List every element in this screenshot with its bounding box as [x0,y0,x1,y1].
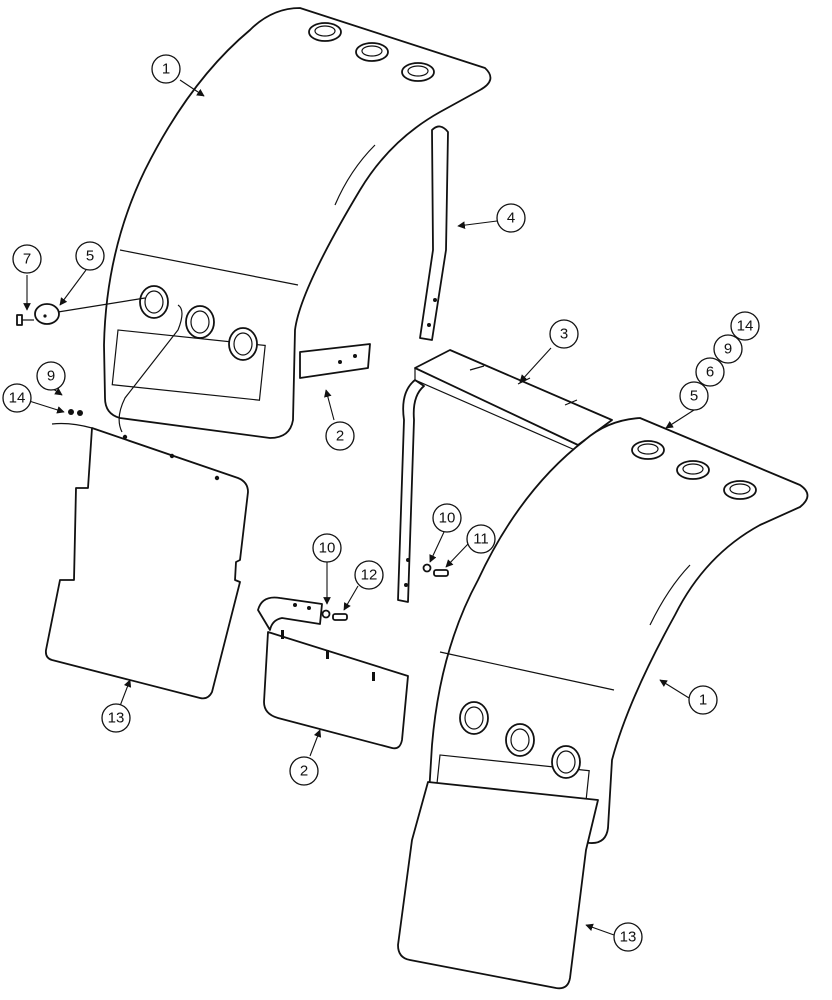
callout-2: 2 [325,421,355,451]
hardware-bolt-7 [16,314,34,326]
callout-10: 10 [312,533,342,563]
callout-9: 9 [36,361,66,391]
bracket-lower [257,596,409,750]
lamp-wire [118,304,183,433]
callout-6: 6 [695,357,725,387]
callout-5: 5 [679,381,709,411]
callout-7: 7 [12,244,42,274]
bracket-upper [299,343,371,379]
callout-9: 9 [713,334,743,364]
light-lens [308,22,342,42]
light-lens [631,440,665,460]
callout-12: 12 [354,560,384,590]
light-lens [228,327,258,361]
callout-14: 14 [730,311,760,341]
support-strap [419,125,449,341]
svg-text:5: 5 [86,248,94,265]
svg-text:11: 11 [473,531,489,548]
callout-3: 3 [549,319,579,349]
hardware-bolt-10-11 [422,563,449,577]
callout-11: 11 [466,524,496,554]
hardware-bolt-10-12 [321,609,348,621]
fender-upper-left [103,7,492,439]
svg-text:2: 2 [336,428,344,445]
light-lens [723,480,757,500]
mud-flap-right [397,781,599,990]
svg-text:9: 9 [47,368,55,385]
svg-text:5: 5 [690,388,698,405]
callout-2: 2 [289,756,319,786]
svg-text:14: 14 [737,318,754,335]
svg-text:1: 1 [699,692,707,709]
svg-text:4: 4 [507,210,515,227]
svg-text:12: 12 [361,567,378,584]
callout-4: 4 [496,203,526,233]
svg-text:6: 6 [706,364,714,381]
light-lens [401,62,435,82]
svg-text:9: 9 [724,341,732,358]
svg-text:3: 3 [560,326,568,343]
light-lens [551,745,581,779]
leader-lines [23,79,695,936]
svg-text:14: 14 [9,390,26,407]
light-lens [139,285,169,319]
svg-text:1: 1 [162,61,170,78]
callout-10: 10 [432,503,462,533]
svg-text:13: 13 [108,710,125,727]
callout-14: 14 [2,383,32,413]
light-lens [676,460,710,480]
light-lens [185,305,215,339]
mud-flap-left [44,427,249,700]
light-lens [505,723,535,757]
mounting-bracket [397,349,613,603]
hardware-nut-9-14 [51,409,93,429]
svg-text:10: 10 [439,510,456,527]
light-lens [459,701,489,735]
svg-text:13: 13 [620,929,637,946]
light-lens [355,42,389,62]
callout-1: 1 [151,54,181,84]
svg-text:10: 10 [319,540,336,557]
svg-text:7: 7 [23,251,31,268]
svg-text:2: 2 [300,763,308,780]
callout-1: 1 [688,685,718,715]
callout-5: 5 [75,241,105,271]
callout-13: 13 [613,922,643,952]
callout-13: 13 [101,703,131,733]
fender-lower-right [427,417,809,844]
reflector-5 [34,297,146,325]
